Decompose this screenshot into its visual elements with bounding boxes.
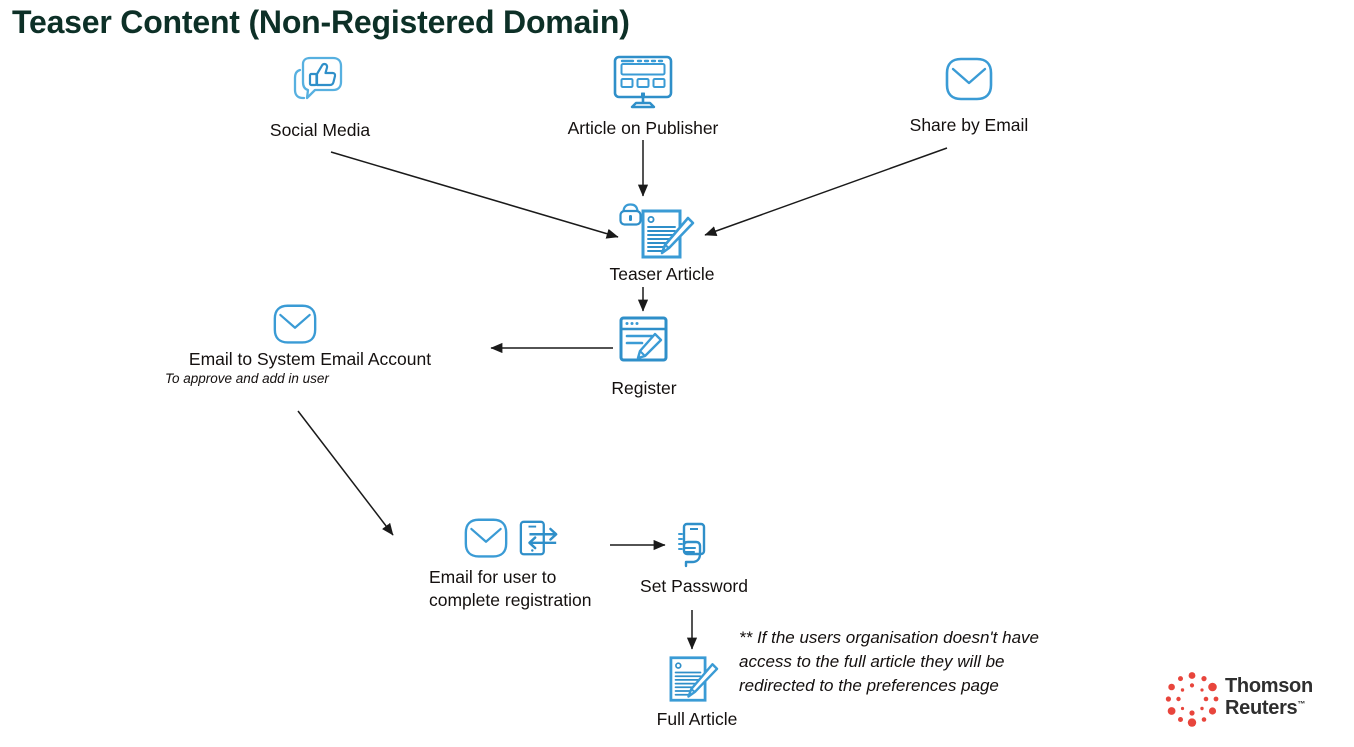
node-email-to-system[interactable]: Email to System Email Account To approve… xyxy=(165,303,431,386)
note-redirect-preferences: ** If the users organisation doesn't hav… xyxy=(739,628,1039,696)
mobile-transfer-icon xyxy=(518,518,560,560)
node-share-by-email[interactable]: Share by Email xyxy=(910,56,1028,135)
node-label-article-on-publisher: Article on Publisher xyxy=(567,118,719,138)
node-label-teaser-article: Teaser Article xyxy=(609,264,715,284)
hand-holding-phone-icon xyxy=(672,521,716,569)
node-label-email-complete-registration-line2: complete registration xyxy=(429,590,592,610)
speech-bubble-thumbs-up-icon xyxy=(291,54,349,110)
node-set-password[interactable]: Set Password xyxy=(640,521,748,596)
node-label-register: Register xyxy=(611,378,677,398)
arrow-email-system-to-email-registration xyxy=(297,410,394,536)
node-full-article[interactable]: Full Article xyxy=(657,655,737,729)
trademark-symbol: ™ xyxy=(1297,699,1306,709)
node-label-full-article: Full Article xyxy=(656,709,738,729)
node-label-email-complete-registration-line1: Email for user to xyxy=(429,567,557,587)
lock-badge-icon xyxy=(617,201,644,228)
document-pen-icon xyxy=(668,655,720,703)
node-label-social-media: Social Media xyxy=(269,120,371,140)
node-label-share-by-email: Share by Email xyxy=(909,115,1029,135)
browser-window-pencil-icon xyxy=(618,315,670,365)
envelope-icon xyxy=(944,56,994,104)
logo-line-2: Reuters xyxy=(1225,697,1298,720)
node-label-set-password: Set Password xyxy=(640,576,748,596)
node-social-media[interactable]: Social Media xyxy=(270,54,370,140)
node-article-on-publisher[interactable]: Article on Publisher xyxy=(568,54,718,138)
page-title: Teaser Content (Non-Registered Domain) xyxy=(12,4,630,40)
envelope-icon xyxy=(272,303,318,347)
desktop-monitor-icon xyxy=(612,54,674,112)
node-sublabel-email-to-system: To approve and add in user xyxy=(165,371,329,386)
arrow-share-email-to-teaser xyxy=(704,147,948,236)
node-register[interactable]: Register xyxy=(611,315,677,398)
thomson-reuters-logo: Thomson Reuters™ xyxy=(1163,670,1333,732)
document-pen-icon xyxy=(640,208,696,260)
dot-circle-logo-mark xyxy=(1165,672,1219,727)
logo-line-1: Thomson xyxy=(1225,675,1313,697)
arrow-social-media-to-teaser xyxy=(330,151,619,239)
envelope-icon xyxy=(463,517,509,561)
thomson-reuters-wordmark: Thomson Reuters™ xyxy=(1225,675,1313,720)
node-label-email-to-system: Email to System Email Account xyxy=(188,349,432,369)
